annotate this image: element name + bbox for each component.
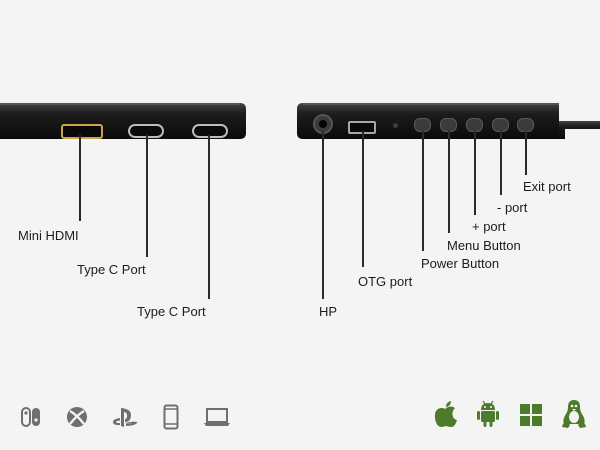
label-type-c-port-1: Type C Port <box>77 262 146 277</box>
label-menu-button: Menu Button <box>447 238 521 253</box>
exit-button <box>517 118 534 132</box>
callout-line-otg <box>362 131 364 267</box>
linux-icon <box>562 400 586 428</box>
windows-icon <box>520 404 542 426</box>
label-hp: HP <box>319 304 338 319</box>
label-minus-port: - port <box>497 200 528 215</box>
plus-button <box>466 118 483 132</box>
callout-line-minus <box>500 131 502 195</box>
minus-button <box>492 118 509 132</box>
mini-hdmi-port <box>61 124 103 139</box>
callout-line-type-c-2 <box>208 135 210 299</box>
label-otg-port: OTG port <box>358 274 413 289</box>
callout-line-type-c-1 <box>146 135 148 257</box>
menu-button <box>440 118 457 132</box>
indicator-hole <box>393 123 398 128</box>
label-exit-port: Exit port <box>523 179 571 194</box>
callout-line-exit <box>525 131 527 175</box>
nintendo-switch-icon <box>21 407 40 427</box>
phone-icon <box>163 404 179 430</box>
type-c-port-2 <box>192 124 228 138</box>
playstation-icon <box>113 408 138 427</box>
xbox-icon <box>67 407 87 427</box>
label-plus-port: + port <box>472 219 506 234</box>
left-device-side <box>0 101 247 141</box>
label-type-c-port-2: Type C Port <box>137 304 206 319</box>
callout-line-mini-hdmi <box>79 135 81 221</box>
callout-line-plus <box>474 131 476 215</box>
apple-icon <box>434 401 457 427</box>
android-icon <box>477 400 499 427</box>
callout-line-power <box>422 131 424 251</box>
label-power-button: Power Button <box>421 256 500 271</box>
laptop-icon <box>204 408 230 426</box>
callout-line-menu <box>448 131 450 233</box>
callout-line-hp <box>322 131 324 299</box>
power-button <box>414 118 431 132</box>
label-mini-hdmi: Mini HDMI <box>18 228 79 243</box>
